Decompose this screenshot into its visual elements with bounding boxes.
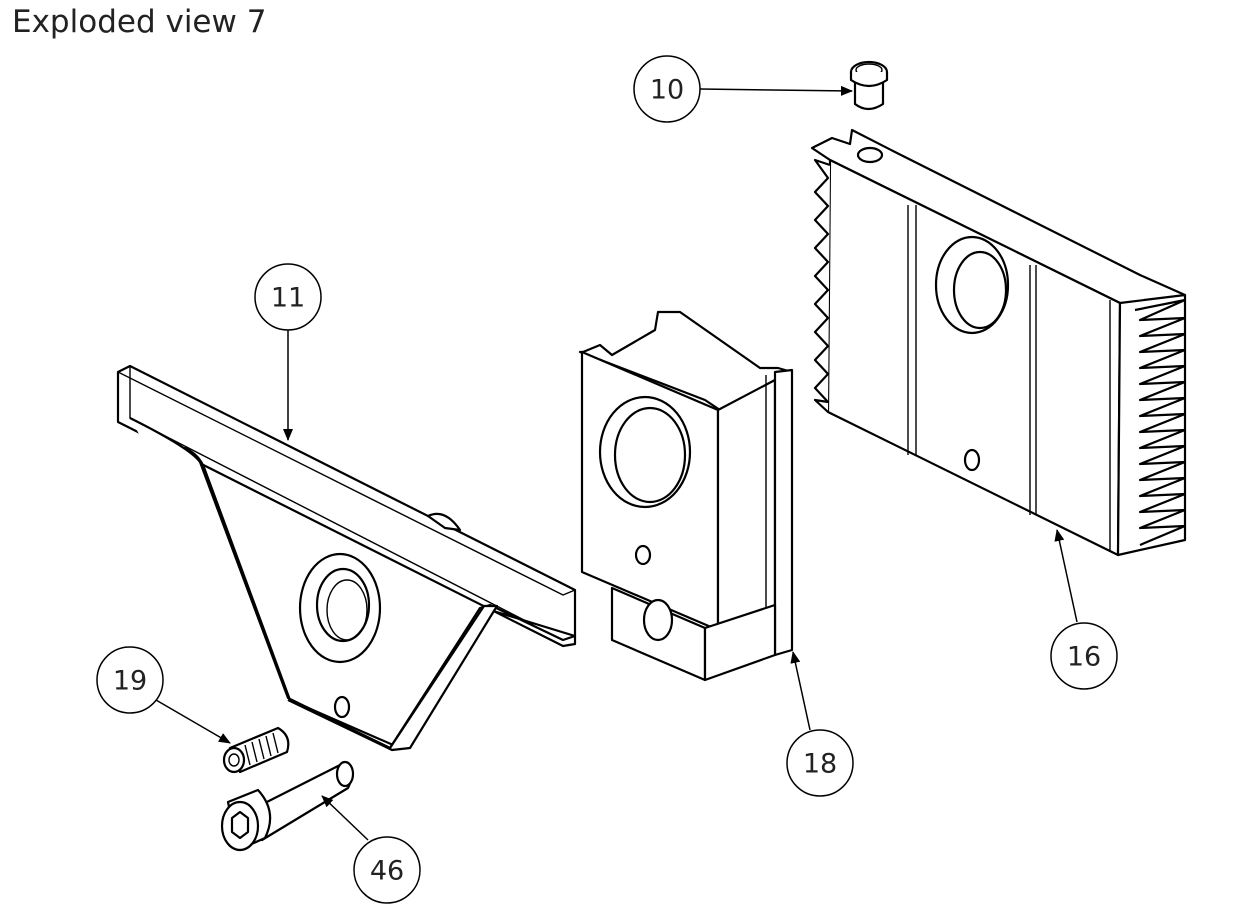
balloon-18-label: 18 bbox=[803, 749, 837, 780]
balloon-19-label: 19 bbox=[113, 666, 147, 697]
balloon-16: 16 bbox=[1050, 622, 1118, 690]
balloon-18: 18 bbox=[786, 729, 854, 797]
part-11-plate bbox=[116, 364, 577, 752]
balloon-10-label: 10 bbox=[650, 75, 684, 106]
drawing-title: Exploded view 7 bbox=[12, 4, 267, 40]
part-16-rack-plate bbox=[810, 128, 1187, 557]
balloon-19: 19 bbox=[96, 646, 164, 714]
balloon-10: 10 bbox=[633, 55, 701, 123]
part-46-cap-screw bbox=[220, 760, 355, 852]
balloon-11: 11 bbox=[254, 263, 322, 331]
part-18-block bbox=[578, 310, 794, 682]
part-19-set-screw bbox=[222, 726, 290, 774]
balloon-46: 46 bbox=[353, 836, 421, 904]
balloon-46-label: 46 bbox=[370, 856, 404, 887]
part-10-pin bbox=[849, 60, 889, 111]
balloon-16-label: 16 bbox=[1067, 642, 1101, 673]
balloon-11-label: 11 bbox=[271, 283, 305, 314]
